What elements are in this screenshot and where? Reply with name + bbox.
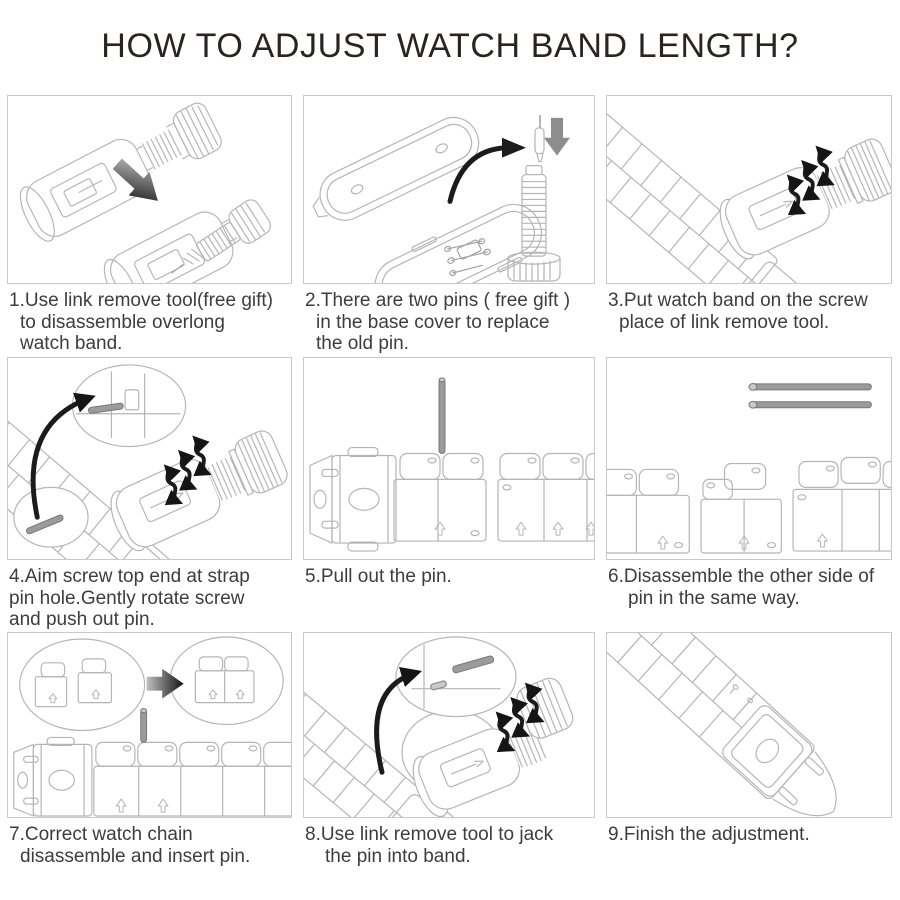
band-links-left (393, 452, 487, 542)
step-9-caption: 9.Finish the adjustment. (606, 818, 892, 846)
curved-arrow-icon (374, 666, 423, 775)
caption-line: 7.Correct watch chain (9, 824, 193, 845)
caption-line: disassemble and insert pin. (20, 845, 251, 867)
detached-screw (171, 199, 271, 274)
band-separated-two-pins-icon (607, 382, 891, 554)
link-group-3 (792, 456, 891, 552)
step-6-caption: 6.Disassemble the other side of pin in t… (606, 560, 892, 609)
step-7-illustration (7, 632, 292, 818)
replacement-pin (534, 114, 545, 163)
step-4: 4.Aim screw top end at strap pin hole.Ge… (7, 357, 292, 632)
step-7-caption: 7.Correct watch chain disassemble and in… (7, 818, 292, 867)
step-5: 5.Pull out the pin. (303, 357, 595, 632)
curved-arrow-icon (447, 137, 526, 204)
step-7: 7.Correct watch chain disassemble and in… (7, 632, 292, 882)
magnifier-separated-links (19, 638, 146, 732)
caption-line: 6.Disassemble the other side of (608, 566, 875, 587)
step-5-illustration (303, 357, 595, 560)
caption-line: to disassemble overlong (20, 311, 225, 333)
rotation-arrows-icon (163, 435, 212, 506)
caption-line: 4.Aim screw top end at strap (9, 566, 250, 587)
step-3: 3.Put watch band on the screw place of l… (606, 95, 892, 357)
caption-line: 1.Use link remove tool(free gift) (9, 290, 273, 311)
cover-lid (312, 116, 480, 221)
caption-line: and push out pin. (9, 609, 155, 630)
magnifier-inset (71, 364, 187, 448)
link-remove-tool (719, 138, 891, 260)
caption-line: 5.Pull out the pin. (305, 566, 452, 587)
gradient-arrow-icon (146, 668, 184, 699)
step-4-illustration (7, 357, 292, 560)
step-6-illustration (606, 357, 892, 560)
caption-line: pin hole.Gently rotate screw (9, 587, 245, 609)
step-6: 6.Disassemble the other side of pin in t… (606, 357, 892, 632)
magnifier-inset (395, 636, 517, 718)
link-remove-tool (110, 430, 288, 552)
band-with-pulled-pin-icon (309, 377, 594, 552)
step-1-illustration (7, 95, 292, 284)
band-tool-jack-pin-icon (304, 636, 574, 817)
base-cover-pins-screw-icon (312, 114, 570, 283)
caption-line: place of link remove tool. (619, 311, 830, 333)
rotation-arrows-icon (495, 682, 545, 753)
step-8: 8.Use link remove tool to jack the pin i… (303, 632, 595, 882)
caption-line: the old pin. (316, 333, 409, 354)
finished-band (607, 633, 837, 817)
step-4-caption: 4.Aim screw top end at strap pin hole.Ge… (7, 560, 292, 631)
band-in-tool-rotate-arrows-icon (607, 96, 891, 283)
step-9-illustration (606, 632, 892, 818)
band-links (93, 741, 291, 817)
row-1: 1.Use link remove tool(free gift) to dis… (7, 95, 893, 357)
gradient-arrow-icon (112, 158, 158, 201)
link-group-2 (700, 462, 782, 554)
clasp (309, 446, 397, 552)
insert-pin (140, 708, 148, 743)
step-2-illustration (303, 95, 595, 284)
pushed-pin (25, 514, 64, 535)
step-1-caption: 1.Use link remove tool(free gift) to dis… (7, 284, 292, 355)
step-2: 2.There are two pins ( free gift ) in th… (303, 95, 595, 357)
row-2: 4.Aim screw top end at strap pin hole.Ge… (7, 357, 893, 632)
caption-line: watch band. (20, 333, 123, 354)
pulled-pin (438, 377, 446, 455)
watch-band (607, 96, 808, 283)
row-3: 7.Correct watch chain disassemble and in… (7, 632, 893, 882)
band-links-right (497, 452, 594, 542)
down-arrow-icon (544, 117, 570, 156)
step-3-illustration (606, 95, 892, 284)
step-3-caption: 3.Put watch band on the screw place of l… (606, 284, 892, 333)
links-join-magnifier-band-pin-icon (13, 636, 291, 817)
clasp (13, 736, 93, 817)
caption-line: pin in the same way. (628, 587, 800, 609)
cover-base-with-pins (374, 203, 543, 283)
screw-pin (507, 165, 561, 282)
step-8-illustration (303, 632, 595, 818)
two-link-remove-tools-arrow-icon (19, 102, 271, 283)
caption-line: in the base cover to replace (316, 311, 550, 333)
page-title: HOW TO ADJUST WATCH BAND LENGTH? (101, 27, 799, 65)
step-2-caption: 2.There are two pins ( free gift ) in th… (303, 284, 595, 355)
band-tool-magnifier-rotate-icon (8, 364, 288, 559)
step-1: 1.Use link remove tool(free gift) to dis… (7, 95, 292, 357)
finished-band-icon (607, 633, 837, 817)
caption-line: 3.Put watch band on the screw (608, 290, 868, 311)
caption-line: the pin into band. (325, 845, 471, 867)
caption-line: 9.Finish the adjustment. (608, 824, 810, 845)
link-remove-tool-assembled (19, 102, 222, 242)
rotation-arrows-icon (786, 145, 835, 216)
band-end-ring (13, 486, 89, 548)
step-5-caption: 5.Pull out the pin. (303, 560, 595, 588)
steps-grid: 1.Use link remove tool(free gift) to dis… (0, 95, 900, 882)
caption-line: 2.There are two pins ( free gift ) (305, 290, 571, 311)
link-group-1 (607, 468, 690, 554)
step-8-caption: 8.Use link remove tool to jack the pin i… (303, 818, 595, 867)
two-pins (748, 382, 872, 409)
curved-arrow-icon (30, 392, 96, 520)
caption-line: 8.Use link remove tool to jack (305, 824, 554, 845)
magnifier-joined-links (169, 636, 284, 726)
step-9: 9.Finish the adjustment. (606, 632, 892, 882)
